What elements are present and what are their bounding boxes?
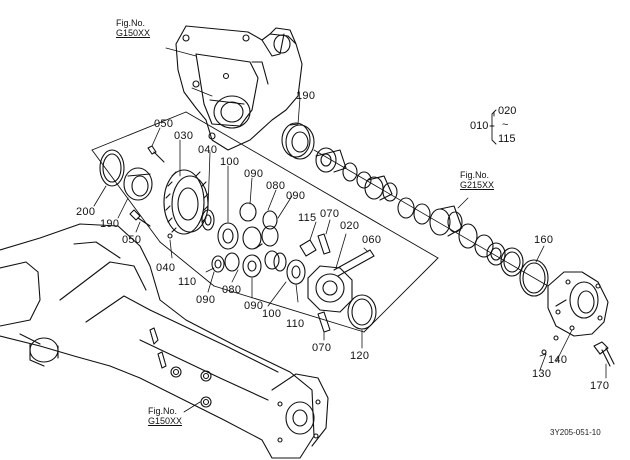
- group-bracket: [489, 109, 497, 145]
- group-label-tilde: ~: [502, 119, 509, 131]
- axle-housing-lower: [0, 223, 329, 459]
- hub-flange: [541, 271, 609, 355]
- part-label-080-top: 080: [266, 180, 286, 192]
- part-label-115-diff: 115: [298, 212, 317, 224]
- part-label-090-top: 090: [244, 168, 264, 180]
- part-label-100-bottom: 100: [262, 308, 282, 320]
- part-label-040-bottom: 040: [156, 262, 176, 274]
- figure-ref-bottom-line2: G150XX: [148, 416, 183, 426]
- figure-ref-right-line1: Fig.No.: [460, 170, 490, 180]
- seal-200: [99, 149, 125, 187]
- part-label-090-right: 090: [286, 190, 306, 202]
- part-label-030: 030: [174, 130, 194, 142]
- collar-g215: [429, 205, 463, 237]
- bolt-170: [593, 341, 615, 367]
- bolts-050: [129, 145, 165, 227]
- diff-case-020: [299, 233, 375, 333]
- rings-series: [458, 223, 524, 277]
- bearing-190-top: [281, 122, 315, 160]
- part-label-120: 120: [350, 350, 370, 362]
- ring-120: [347, 294, 377, 330]
- differential-gears: [217, 202, 306, 285]
- part-label-050-top: 050: [154, 118, 174, 130]
- figure-ref-bottom: Fig.No. G150XX: [148, 406, 182, 426]
- bearing-190-left: [123, 167, 153, 201]
- part-label-200: 200: [76, 206, 96, 218]
- group-label-020: 020: [498, 105, 517, 117]
- part-label-050-bottom: 050: [122, 234, 142, 246]
- front-axle-case-top: [175, 25, 303, 151]
- part-label-140: 140: [548, 354, 568, 366]
- figure-ref-bottom-line1: Fig.No.: [148, 406, 178, 416]
- part-label-160: 160: [534, 234, 554, 246]
- pinion-shaft-parts: [315, 147, 431, 225]
- figure-ref-right-line2: G215XX: [460, 180, 495, 190]
- part-label-020: 020: [340, 220, 360, 232]
- leader-lines: [93, 47, 607, 413]
- washers: [201, 209, 225, 273]
- figure-ref-top-line1: Fig.No.: [116, 18, 146, 28]
- part-label-070-bottom: 070: [312, 342, 332, 354]
- group-label-115: 115: [498, 133, 516, 145]
- part-label-040-top: 040: [198, 144, 218, 156]
- ring-160: [519, 259, 549, 297]
- part-label-090-bottom: 090: [244, 300, 264, 312]
- part-label-110-left: 110: [178, 276, 197, 288]
- part-label-110-right: 110: [286, 318, 305, 330]
- part-label-070-top: 070: [320, 208, 340, 220]
- group-label-010: 010: [470, 120, 489, 132]
- part-label-130: 130: [532, 368, 552, 380]
- part-label-100-top: 100: [220, 156, 240, 168]
- ring-gear-030: [163, 169, 209, 239]
- figure-ref-top-line2: G150XX: [116, 28, 151, 38]
- part-label-170: 170: [590, 380, 610, 392]
- part-label-190-left: 190: [100, 218, 120, 230]
- part-label-090-bottom-left: 090: [196, 294, 216, 306]
- drawing-code: 3Y205-051-10: [550, 428, 601, 437]
- figure-ref-top: Fig.No. G150XX: [116, 18, 150, 38]
- part-label-080-bottom: 080: [222, 284, 242, 296]
- figure-ref-right: Fig.No. G215XX: [460, 170, 494, 190]
- part-label-190-top: 190: [296, 90, 316, 102]
- part-label-060: 060: [362, 234, 382, 246]
